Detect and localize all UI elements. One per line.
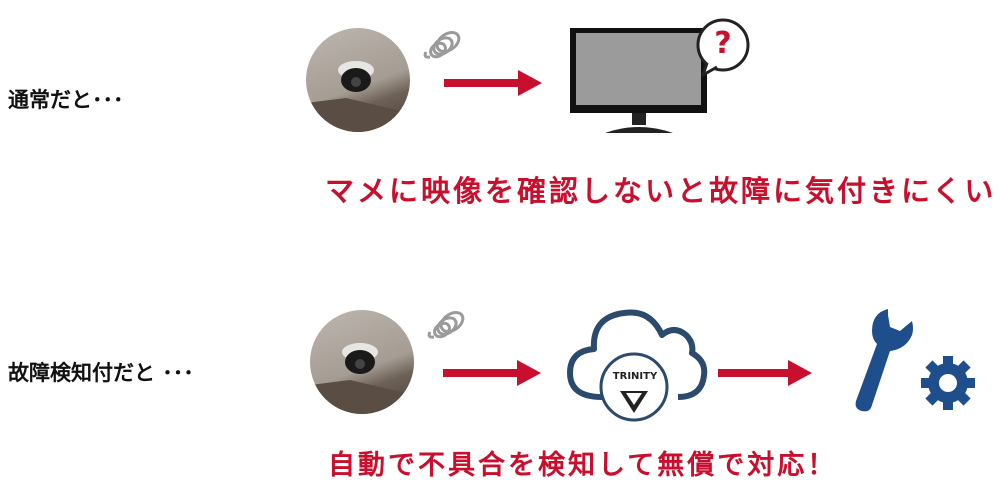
row1-message: マメに映像を確認しないと故障に気付きにくい: [325, 174, 997, 208]
dome-camera-icon: [306, 61, 410, 132]
arrow-right-icon: [444, 70, 542, 96]
dome-camera-icon: [310, 343, 414, 414]
trinity-logo-text: TRINITY: [612, 371, 658, 382]
arrow-right-icon: [443, 360, 541, 386]
question-badge: ?: [714, 26, 732, 61]
signal-squiggle-icon: [427, 310, 465, 339]
row2-label: 故障検知付だと ･･･: [8, 361, 194, 385]
row2-message: 自動で不具合を検知して無償で対応！: [328, 450, 838, 481]
camera-photo: [306, 28, 410, 132]
cloud-icon: [567, 309, 708, 422]
monitor-icon: [570, 18, 750, 133]
wrench-gear-icon: [855, 309, 975, 412]
camera-photo: [310, 310, 414, 414]
row1-label: 通常だと･･･: [8, 88, 124, 112]
arrow-right-icon: [718, 360, 812, 386]
signal-squiggle-icon: [423, 30, 461, 59]
